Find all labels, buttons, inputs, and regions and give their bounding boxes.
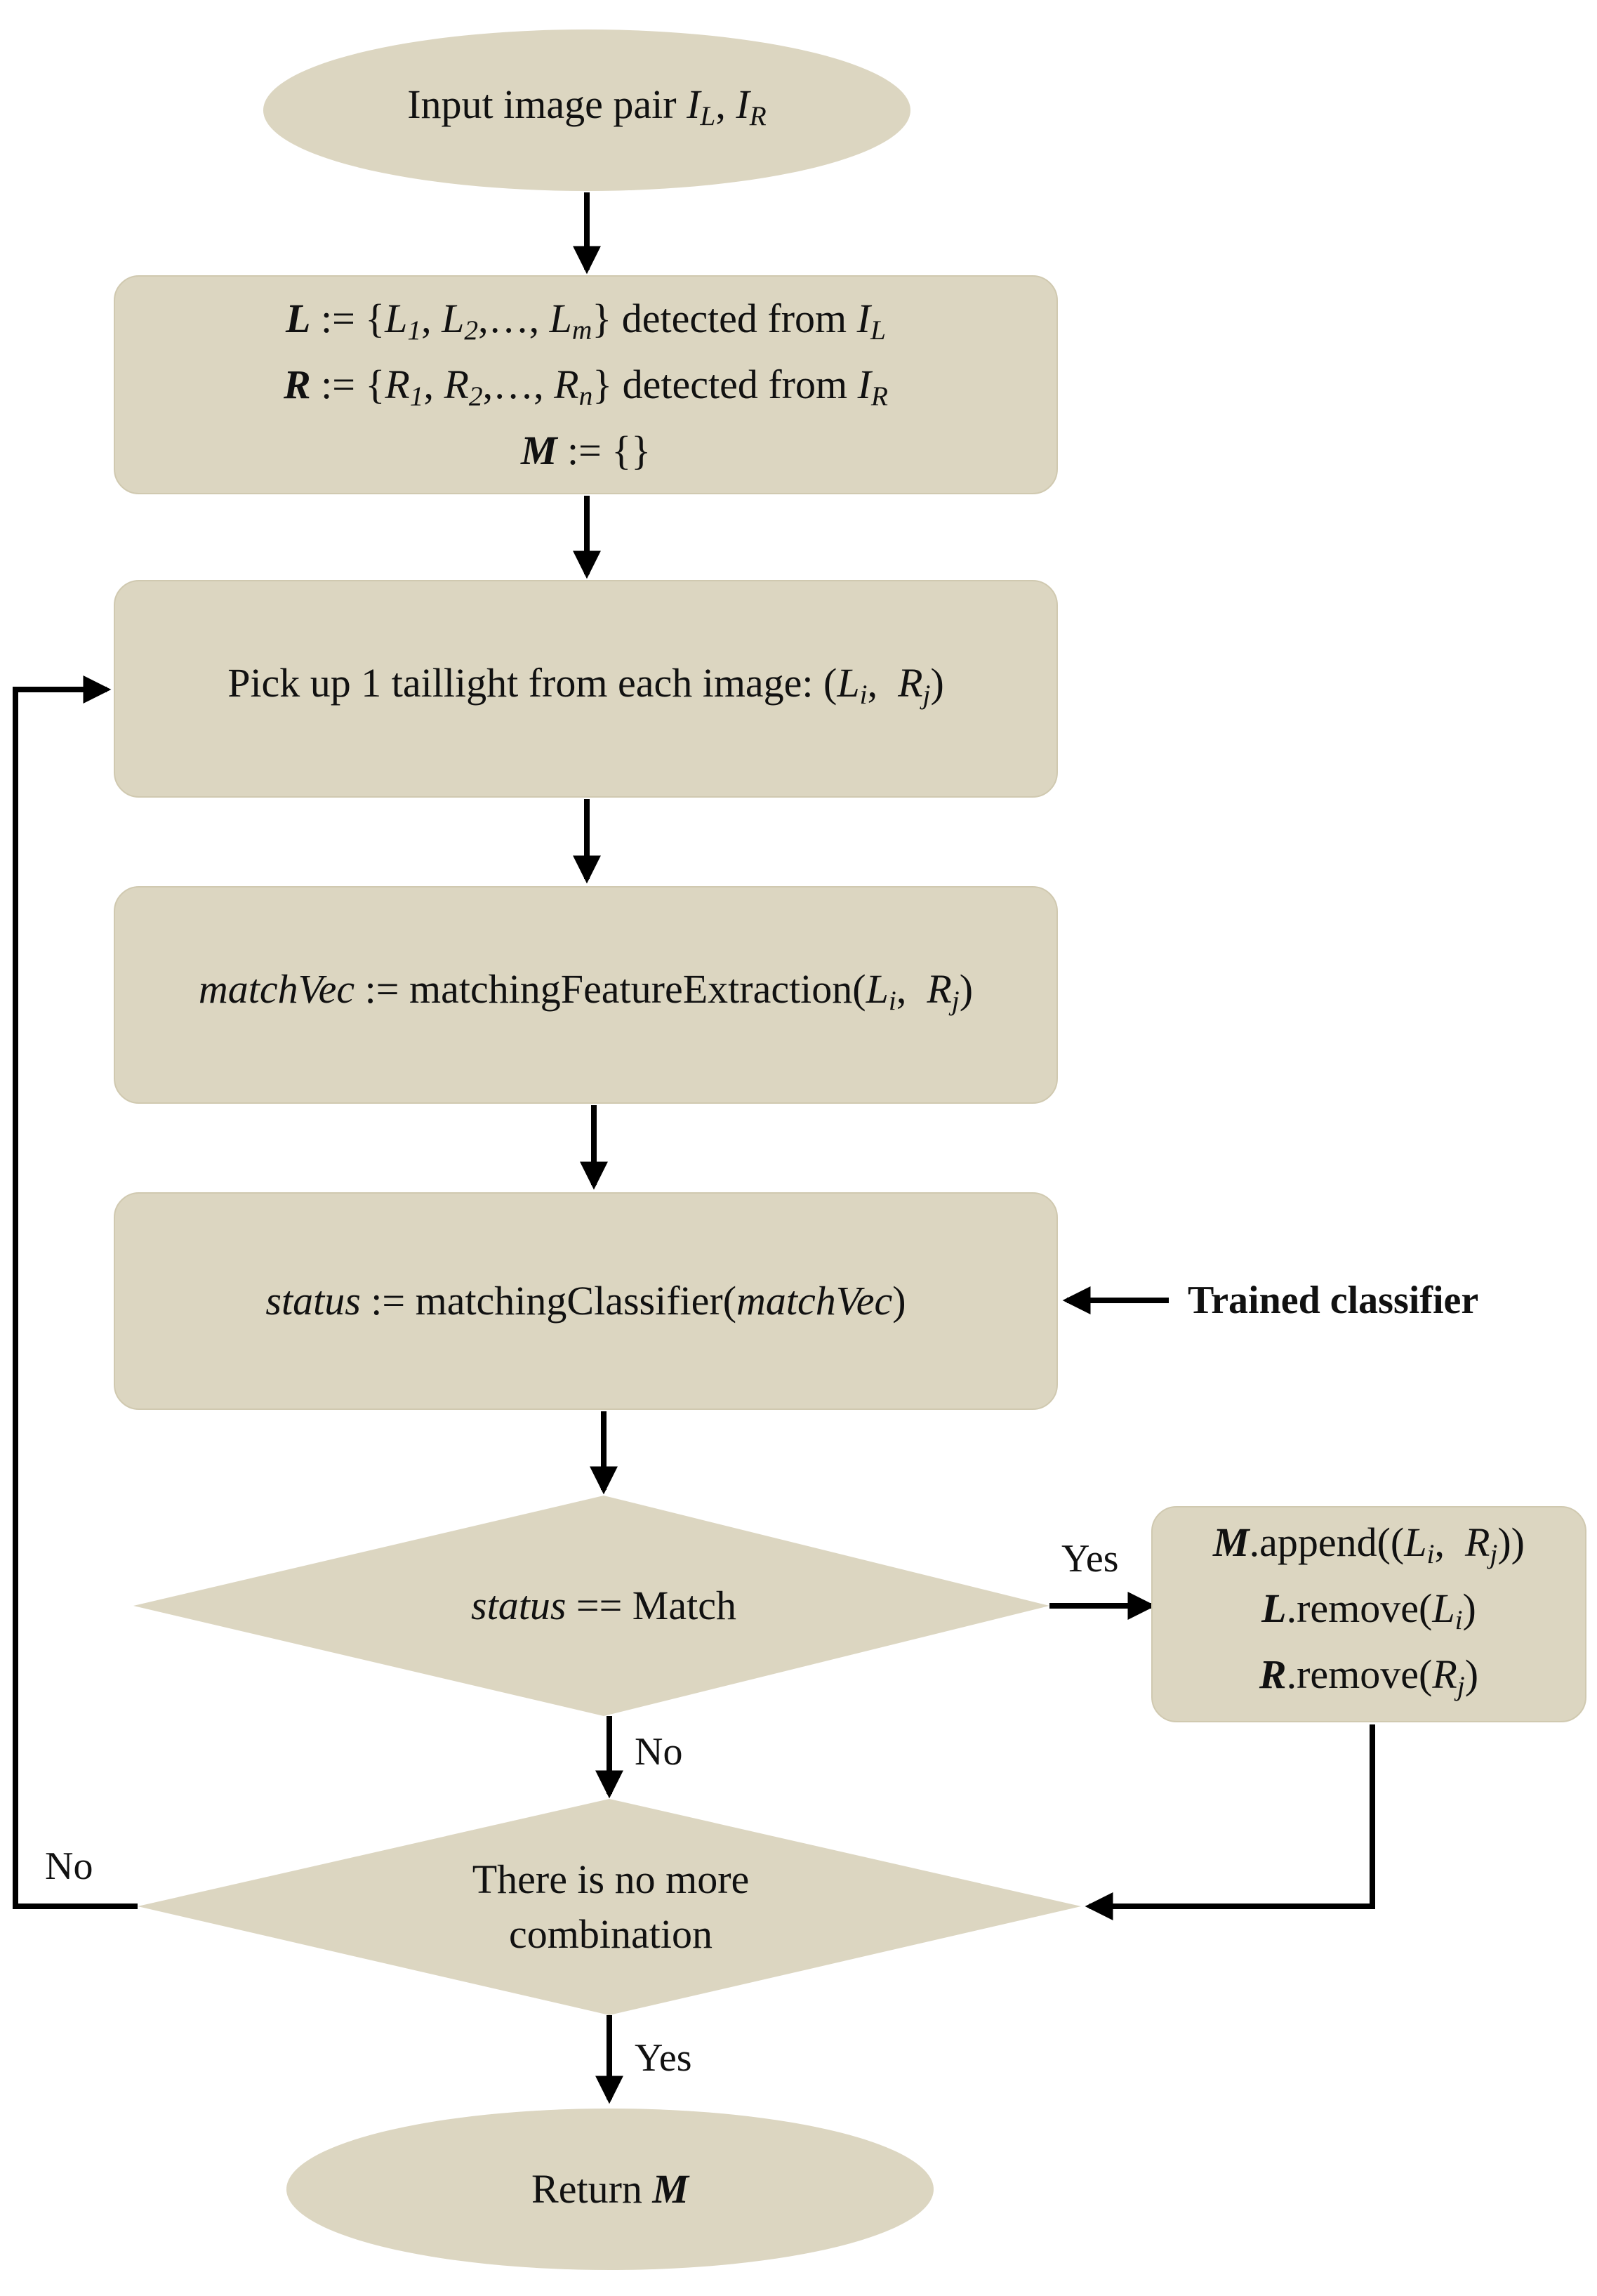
start-node: Input image pair IL, IR [263, 29, 910, 191]
decision-match-shape [133, 1496, 1049, 1716]
init-line-r: R := {R1, R2,…, Rn} detected from IR [283, 362, 889, 411]
arrow-append-to-done [1085, 1724, 1375, 1920]
done-yes-label: Yes [635, 2036, 692, 2080]
pick-label: Pick up 1 taillight from each image: (Li… [227, 660, 944, 710]
start-label: Input image pair IL, IR [407, 81, 767, 131]
append-node: M.append((Li, Rj)) L.remove(Li) R.remove… [1151, 1506, 1586, 1722]
classify-label: status := matchingClassifier(matchVec) [265, 1278, 906, 1324]
decision-done-line1: There is no more [472, 1856, 750, 1902]
append-line-l: L.remove(Li) [1261, 1585, 1476, 1635]
decision-done-line2: combination [509, 1911, 713, 1957]
decision-done-shape [138, 1799, 1081, 2015]
arrow-done-no-loop [13, 675, 138, 1909]
extract-node: matchVec := matchingFeatureExtraction(Li… [114, 886, 1058, 1104]
decision-match-node: status == Match [351, 1578, 856, 1634]
append-line-r: R.remove(Rj) [1259, 1651, 1479, 1701]
init-node: L := {L1, L2,…, Lm} detected from IL R :… [114, 275, 1058, 494]
decision-done-node: There is no more combination [351, 1848, 870, 1966]
match-yes-label: Yes [1061, 1537, 1119, 1581]
init-line-l: L := {L1, L2,…, Lm} detected from IL [286, 296, 886, 345]
end-label: Return M [531, 2166, 689, 2212]
append-line-m: M.append((Li, Rj)) [1213, 1519, 1525, 1570]
end-node: Return M [286, 2109, 934, 2270]
classify-node: status := matchingClassifier(matchVec) [114, 1192, 1058, 1410]
pick-node: Pick up 1 taillight from each image: (Li… [114, 580, 1058, 798]
init-line-m: M := {} [520, 427, 651, 473]
extract-label: matchVec := matchingFeatureExtraction(Li… [198, 966, 974, 1016]
done-no-label: No [45, 1845, 93, 1888]
decision-match-label: status == Match [471, 1583, 736, 1628]
trained-classifier-label: Trained classifier [1188, 1279, 1479, 1322]
match-no-label: No [635, 1730, 683, 1774]
